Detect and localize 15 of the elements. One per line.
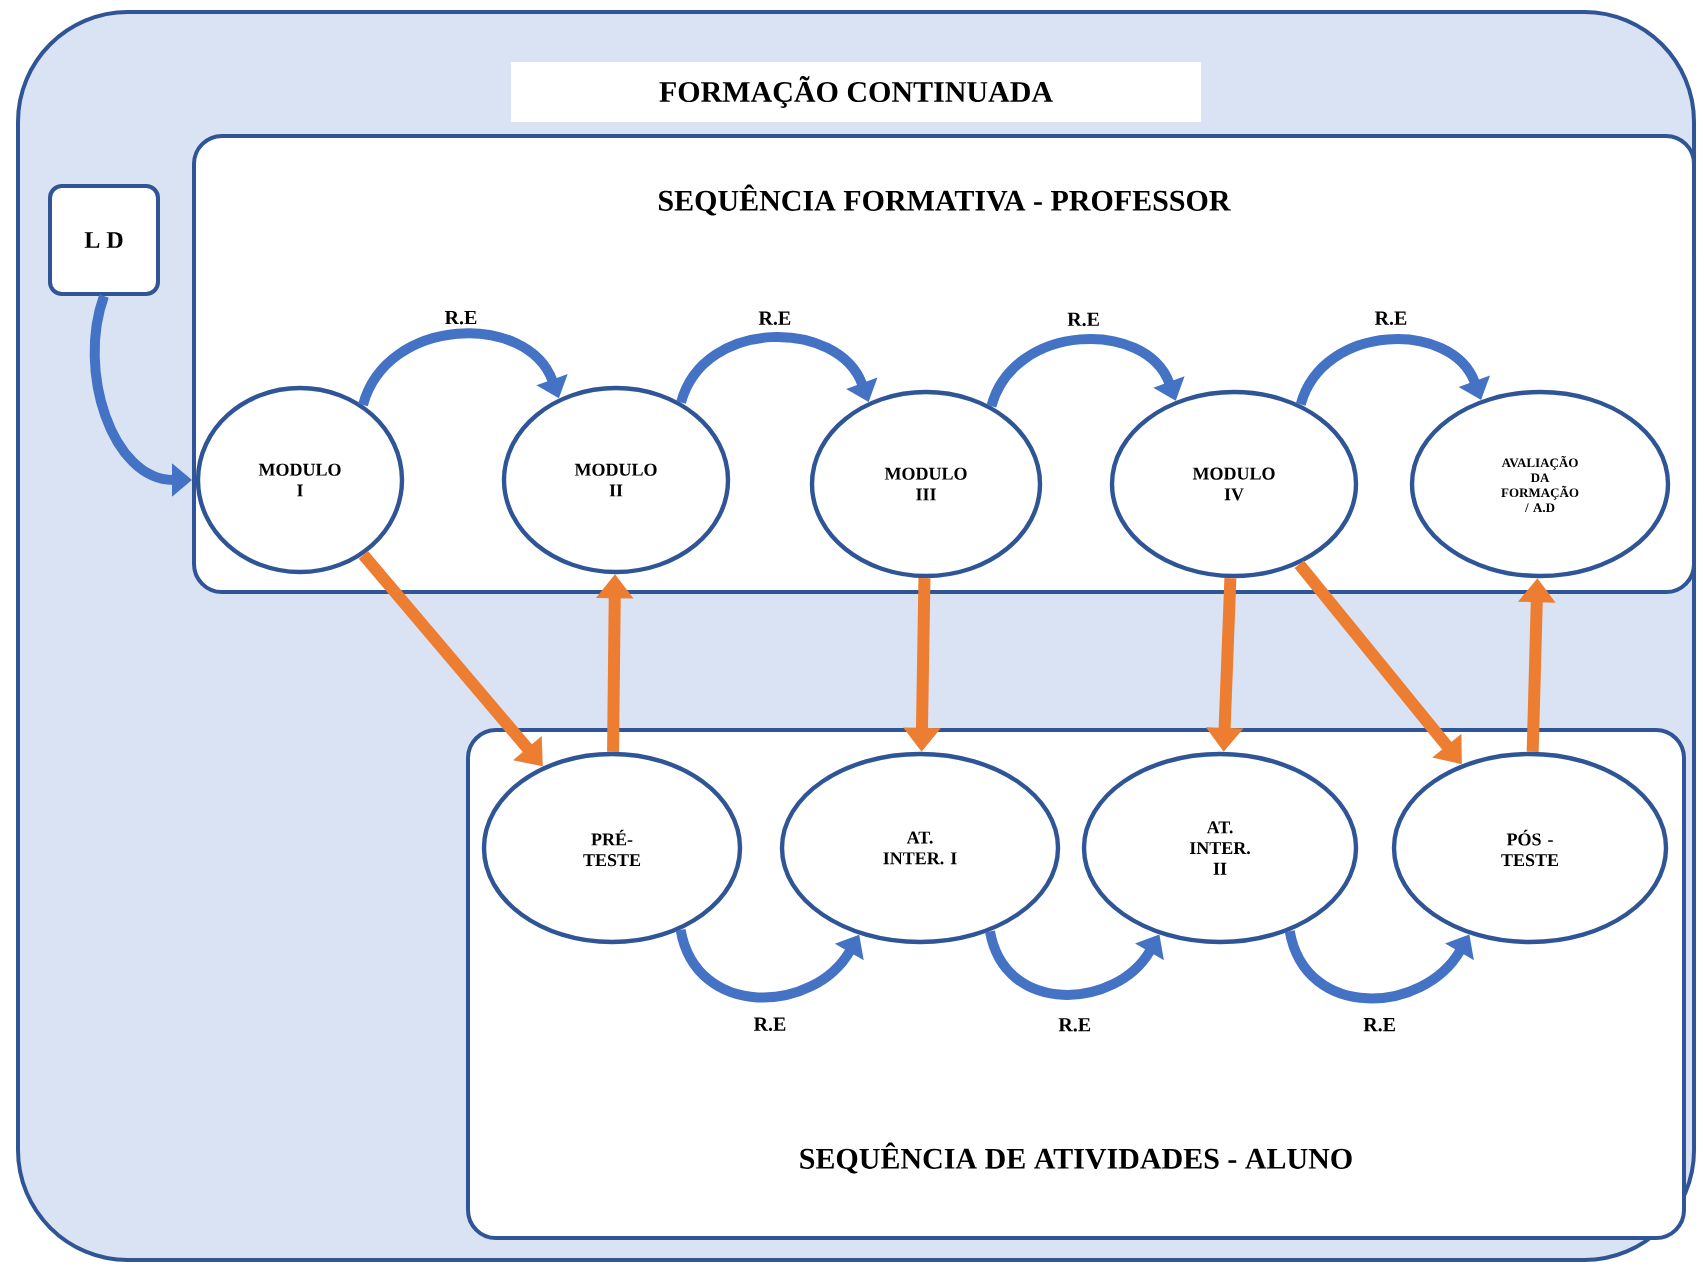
curved-arrow [676,332,878,405]
curved-arrow [1296,334,1490,407]
label-box: L D [48,184,160,296]
section-heading: SEQUÊNCIA DE ATIVIDADES - ALUNO [800,1142,1352,1174]
edge-label: R.E [1363,1018,1395,1032]
edge-label: R.E [1058,1018,1091,1032]
section-heading: SEQUÊNCIA FORMATIVA - PROFESSOR [659,184,1231,216]
curved-arrow [986,334,1185,408]
edge-label: R.E [753,1017,786,1031]
title-banner: FORMAÇÃO CONTINUADA [511,62,1201,122]
edge-label: R.E [758,311,791,325]
edge-label: R.E [1067,312,1099,327]
curved-arrow [358,328,568,407]
edge-label: R.E [444,311,477,325]
edge-label: R.E [1374,311,1407,325]
